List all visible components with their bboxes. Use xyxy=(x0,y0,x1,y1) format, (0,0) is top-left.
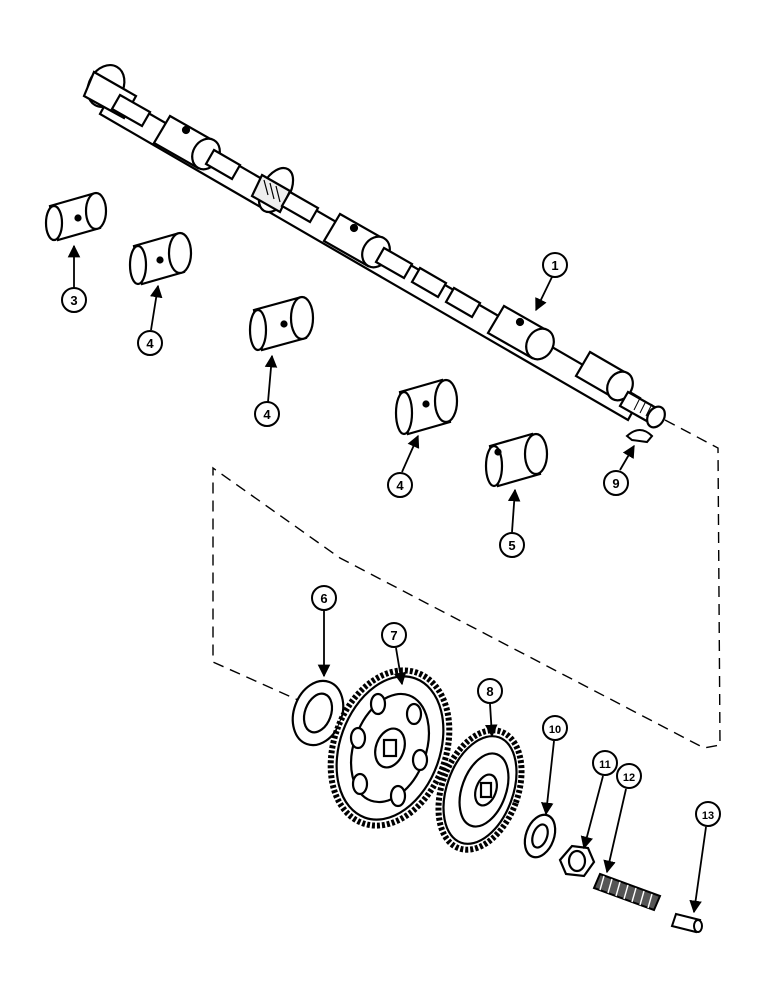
callout-1: 1 xyxy=(542,252,568,278)
callout-11: 11 xyxy=(592,750,618,776)
camshaft xyxy=(82,64,666,429)
woodruff-key xyxy=(625,429,654,444)
callout-12: 12 xyxy=(616,763,642,789)
leader-lines xyxy=(67,244,707,914)
callout-3: 3 xyxy=(61,287,87,313)
bearing-3 xyxy=(44,191,108,242)
assembly-path-line xyxy=(212,419,721,749)
svg-text:4: 4 xyxy=(146,336,154,351)
svg-text:9: 9 xyxy=(612,476,619,491)
camshaft-gear-large xyxy=(327,667,453,829)
camshaft-threaded-end xyxy=(618,390,666,429)
svg-text:11: 11 xyxy=(599,759,611,771)
callout-4-third: 4 xyxy=(387,472,413,498)
bearing-4-second xyxy=(248,295,315,352)
svg-text:5: 5 xyxy=(508,538,515,553)
callout-4-second: 4 xyxy=(254,401,280,427)
part-callouts: 1 3 4 4 4 5 6 7 xyxy=(61,252,721,827)
svg-text:10: 10 xyxy=(549,724,561,736)
svg-text:3: 3 xyxy=(70,293,77,308)
svg-text:4: 4 xyxy=(396,478,404,493)
callout-4-first: 4 xyxy=(137,330,163,356)
callout-8: 8 xyxy=(477,678,503,704)
callout-9: 9 xyxy=(603,470,629,496)
washer xyxy=(523,813,557,859)
camshaft-journal xyxy=(486,304,555,361)
svg-text:4: 4 xyxy=(263,407,271,422)
svg-text:6: 6 xyxy=(320,591,327,606)
svg-text:13: 13 xyxy=(702,810,714,822)
thrust-washer xyxy=(291,679,345,747)
callout-5: 5 xyxy=(499,532,525,558)
lock-nut xyxy=(558,844,596,878)
callout-6: 6 xyxy=(311,585,337,611)
pin xyxy=(670,912,703,934)
callout-13: 13 xyxy=(695,801,721,827)
svg-text:7: 7 xyxy=(390,628,397,643)
svg-text:8: 8 xyxy=(486,684,493,699)
bearing-4-third xyxy=(394,378,459,436)
spring xyxy=(592,872,662,912)
callout-10: 10 xyxy=(542,715,568,741)
svg-text:12: 12 xyxy=(623,772,635,784)
callout-7: 7 xyxy=(381,622,407,648)
camshaft-gear-small xyxy=(435,727,525,853)
bearing-4-first xyxy=(128,231,193,286)
bearing-5 xyxy=(484,432,549,488)
svg-text:1: 1 xyxy=(551,258,558,273)
